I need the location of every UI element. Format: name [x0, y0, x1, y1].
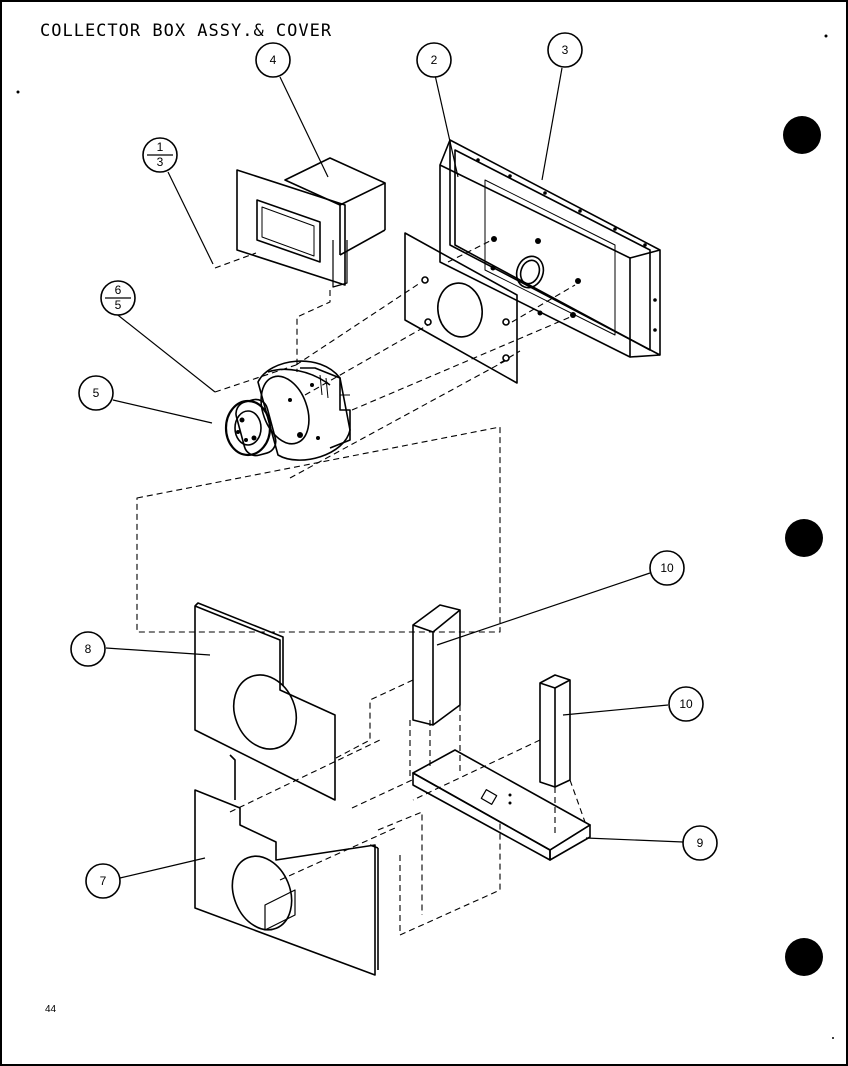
callout-5-label: 5 — [93, 386, 100, 400]
callout-6-denominator: 5 — [115, 298, 122, 312]
callout-3-circle — [547, 32, 583, 68]
bottom-bracket — [412, 749, 591, 861]
binder-hole-middle — [785, 519, 823, 557]
page-number: 44 — [45, 1004, 57, 1015]
callout-10a-circle — [649, 550, 685, 586]
insulation-block-right — [539, 674, 571, 788]
callout-7-label: 7 — [100, 874, 107, 888]
callout-3-label: 3 — [562, 43, 569, 57]
exploded-view-lines — [136, 239, 586, 936]
binder-hole-top — [783, 116, 821, 154]
callout-9-circle — [682, 825, 718, 861]
callout-2-circle — [416, 42, 452, 78]
callout-8-label: 8 — [85, 642, 92, 656]
callout-4-label: 4 — [270, 53, 277, 67]
callout-8-circle — [70, 631, 106, 667]
collector-box — [439, 139, 661, 358]
callout-leaders — [105, 67, 684, 879]
gasket-plate — [404, 232, 581, 384]
callout-5-circle — [78, 375, 114, 411]
callout-2-label: 2 — [431, 53, 438, 67]
callout-10b-circle — [668, 686, 704, 722]
callout-6-numerator: 6 — [115, 283, 122, 297]
callout-4-circle — [255, 42, 291, 78]
front-panel — [194, 602, 336, 801]
callout-10b-label: 10 — [679, 697, 693, 711]
inducer-motor-blower — [224, 360, 351, 461]
insulation-block-left — [412, 604, 461, 726]
binder-hole-bottom — [785, 938, 823, 976]
cover — [194, 754, 379, 976]
callout-1-numerator: 1 — [157, 140, 164, 154]
callout-1-denominator: 3 — [157, 155, 164, 169]
scan-specks — [16, 34, 834, 1039]
callout-7-circle — [85, 863, 121, 899]
flue-transition — [236, 157, 386, 288]
callout-9-label: 9 — [697, 836, 704, 850]
callout-10a-label: 10 — [660, 561, 674, 575]
diagram-title: COLLECTOR BOX ASSY.& COVER — [40, 21, 332, 41]
